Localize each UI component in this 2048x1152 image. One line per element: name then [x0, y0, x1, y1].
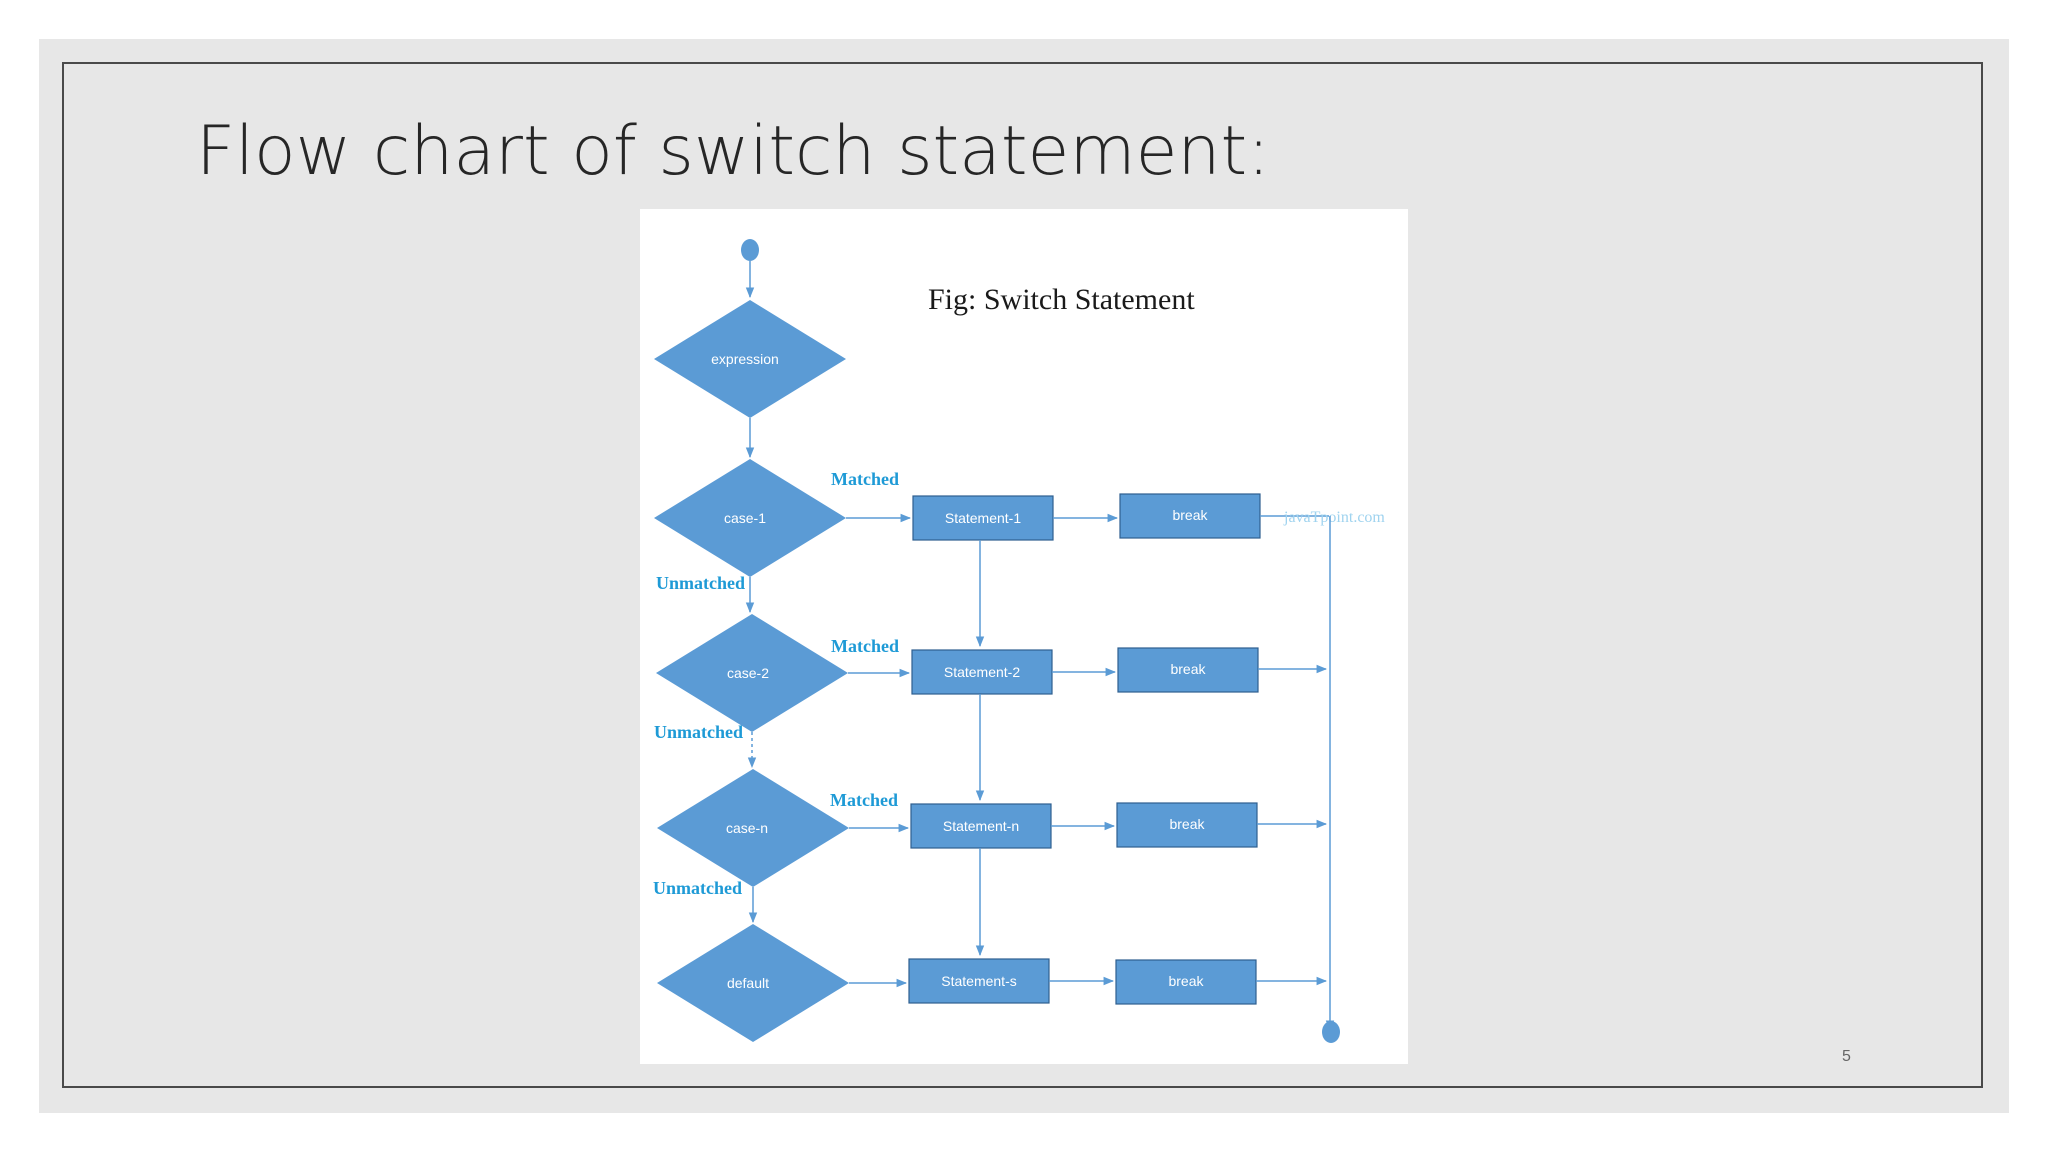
- unmatched-label-1: Unmatched: [656, 573, 745, 593]
- case1-node: [654, 459, 846, 577]
- case1-label: case-1: [724, 510, 766, 526]
- break1-node: [1119, 493, 1261, 539]
- statements-node: [908, 958, 1050, 1004]
- case2-node: [656, 614, 848, 732]
- figure-caption: Fig: Switch Statement: [928, 283, 1195, 316]
- statement1-label: Statement-1: [945, 510, 1021, 526]
- end-node: [1322, 1021, 1340, 1043]
- break2-label: break: [1170, 661, 1206, 677]
- casen-node: [657, 769, 849, 887]
- default-label: default: [727, 975, 769, 991]
- watermark: javaTpoint.com: [1283, 509, 1385, 526]
- slide-title: Flow chart of switch statement:: [196, 112, 1271, 191]
- expression-label: expression: [711, 351, 779, 367]
- break3-node: [1116, 802, 1258, 848]
- statement2-label: Statement-2: [944, 664, 1020, 680]
- case2-label: case-2: [727, 665, 769, 681]
- slide-frame: [62, 62, 1983, 1088]
- statements-label: Statement-s: [941, 973, 1016, 989]
- flowchart-svg: Fig: Switch Statement expression case-1 …: [653, 239, 1385, 1043]
- break4-node: [1115, 959, 1257, 1005]
- flowchart-figure: Fig: Switch Statement expression case-1 …: [640, 209, 1408, 1064]
- matched-label-1: Matched: [831, 469, 899, 489]
- matched-label-2: Matched: [831, 636, 899, 656]
- break2-node: [1117, 647, 1259, 693]
- default-node: [657, 924, 849, 1042]
- statement2-node: [911, 649, 1053, 695]
- casen-label: case-n: [726, 820, 768, 836]
- slide-number: 5: [1842, 1048, 1851, 1065]
- statement1-node: [912, 495, 1054, 541]
- statementn-label: Statement-n: [943, 818, 1019, 834]
- matched-label-3: Matched: [830, 790, 898, 810]
- unmatched-label-2: Unmatched: [654, 722, 743, 742]
- break1-label: break: [1172, 507, 1208, 523]
- start-node: [741, 239, 759, 261]
- statementn-node: [910, 803, 1052, 849]
- break3-label: break: [1169, 816, 1205, 832]
- expression-node: [654, 300, 846, 418]
- unmatched-label-3: Unmatched: [653, 878, 742, 898]
- break4-label: break: [1168, 973, 1204, 989]
